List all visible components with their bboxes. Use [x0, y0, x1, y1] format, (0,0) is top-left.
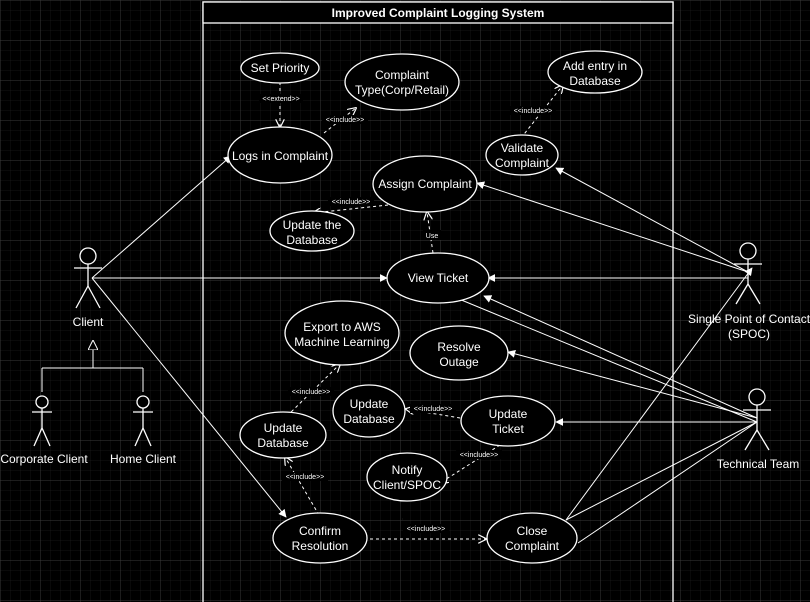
use-case-notify[interactable] — [366, 452, 448, 502]
tech-head — [748, 388, 766, 406]
label-include-5: <<include>> — [414, 406, 453, 413]
notify-label-1: Notify — [392, 463, 423, 477]
tech-to-resolve — [507, 349, 758, 419]
system-boundary: Improved Complaint Logging System — [202, 1, 674, 602]
home-leg-left — [134, 427, 144, 447]
update-db2-label-2: Database — [257, 436, 309, 450]
client-leg-right — [87, 285, 101, 309]
actor-technical-team-label: Technical Team — [717, 457, 800, 471]
view-ticket-label: View Ticket — [408, 271, 469, 285]
add-entry-label-1: Add entry in — [563, 59, 627, 73]
label-extend: <<extend>> — [262, 96, 299, 103]
actor-corporate-client-label: Corporate Client — [0, 452, 88, 466]
client-to-logs-complaint — [91, 155, 232, 279]
client-head — [79, 247, 97, 265]
label-include-4: <<include>> — [292, 389, 331, 396]
client-to-confirm-resolution — [91, 277, 287, 518]
spoc-leg-right — [747, 283, 761, 305]
tech-to-view-ticket — [483, 295, 758, 419]
label-use: Use — [426, 233, 439, 240]
resolve-label-1: Resolve — [437, 340, 481, 354]
corporate-head — [35, 395, 49, 409]
use-case-update-database-2[interactable] — [239, 411, 327, 459]
add-entry-label-2: Database — [569, 74, 621, 88]
label-include-7: <<include>> — [286, 474, 325, 481]
update-ticket-label-1: Update — [489, 407, 528, 421]
use-case-export-aws[interactable] — [284, 300, 400, 366]
use-case-close-complaint[interactable] — [486, 512, 578, 564]
actor-spoc-label-1: Single Point of Contact — [688, 312, 810, 326]
use-case-labels: Set Priority Complaint Type(Corp/Retail)… — [232, 59, 627, 553]
actor-spoc-label-2: (SPOC) — [728, 327, 770, 341]
complaint-type-label-1: Complaint — [375, 68, 430, 82]
home-head — [136, 395, 150, 409]
logs-complaint-label: Logs in Complaint — [232, 149, 329, 163]
use-cases — [227, 50, 643, 564]
corporate-leg-right — [41, 427, 51, 447]
use-case-add-entry-database[interactable] — [547, 50, 643, 94]
use-case-view-ticket[interactable] — [386, 252, 490, 304]
actor-home-client[interactable] — [133, 395, 153, 447]
use-case-set-priority[interactable] — [240, 52, 320, 84]
spoc-to-validate — [555, 167, 749, 273]
label-include-3: <<include>> — [332, 199, 371, 206]
use-case-update-the-database[interactable] — [269, 210, 355, 252]
update-the-db-label-1: Update the — [283, 218, 342, 232]
set-priority-label: Set Priority — [251, 61, 310, 75]
tech-to-view-ticket-2 — [441, 291, 758, 423]
update-db3-label-1: Update — [350, 397, 389, 411]
actor-corporate-client[interactable] — [32, 395, 52, 447]
actor-technical-team[interactable] — [743, 388, 771, 451]
actor-home-client-label: Home Client — [110, 452, 177, 466]
spoc-to-assign — [476, 181, 749, 273]
corporate-leg-left — [33, 427, 43, 447]
relation-labels: <<extend>> <<include>> <<include>> <<inc… — [259, 94, 556, 533]
use-case-assign-complaint[interactable] — [372, 155, 478, 213]
use-case-update-ticket[interactable] — [460, 395, 556, 447]
use-case-update-database-3[interactable] — [332, 384, 406, 438]
use-case-confirm-resolution[interactable] — [272, 512, 368, 564]
actor-client-label: Client — [73, 315, 104, 329]
use-case-resolve-outage[interactable] — [409, 325, 509, 381]
close-label-2: Complaint — [505, 539, 560, 553]
update-the-db-label-2: Database — [286, 233, 338, 247]
actor-client[interactable] — [74, 247, 102, 309]
label-include-8: <<include>> — [407, 526, 446, 533]
export-aws-label-2: Machine Learning — [294, 335, 389, 349]
use-case-logs-complaint[interactable] — [227, 126, 333, 184]
tech-leg-right — [756, 429, 770, 451]
validate-label-2: Complaint — [495, 156, 550, 170]
validate-label-1: Validate — [501, 141, 544, 155]
update-ticket-label-2: Ticket — [492, 422, 524, 436]
use-case-complaint-type[interactable] — [344, 53, 460, 111]
label-include-1: <<include>> — [326, 117, 365, 124]
complaint-type-label-2: Type(Corp/Retail) — [355, 83, 449, 97]
tech-to-close-2 — [565, 421, 758, 521]
label-include-2: <<include>> — [514, 108, 553, 115]
tech-to-close — [577, 421, 758, 544]
tech-leg-left — [744, 429, 758, 451]
client-leg-left — [75, 285, 89, 309]
home-leg-right — [142, 427, 152, 447]
resolve-label-2: Outage — [439, 355, 479, 369]
include-add-entry — [520, 85, 563, 139]
close-to-spoc — [565, 267, 753, 521]
diagram-title: Improved Complaint Logging System — [332, 6, 545, 20]
notify-label-2: Client/SPOC — [373, 478, 441, 492]
confirm-label-2: Resolution — [292, 539, 349, 553]
label-include-6: <<include>> — [460, 452, 499, 459]
confirm-label-1: Confirm — [299, 524, 341, 538]
spoc-head — [739, 242, 757, 260]
include-update-database-2 — [285, 457, 320, 516]
assign-label: Assign Complaint — [378, 177, 472, 191]
close-label-1: Close — [517, 524, 548, 538]
export-aws-label-1: Export to AWS — [303, 320, 381, 334]
update-db2-label-1: Update — [264, 421, 303, 435]
spoc-leg-left — [735, 283, 749, 305]
actor-spoc[interactable] — [734, 242, 762, 305]
relationship-lines — [41, 155, 758, 544]
use-case-validate-complaint[interactable] — [485, 134, 559, 176]
update-db3-label-2: Database — [343, 412, 395, 426]
